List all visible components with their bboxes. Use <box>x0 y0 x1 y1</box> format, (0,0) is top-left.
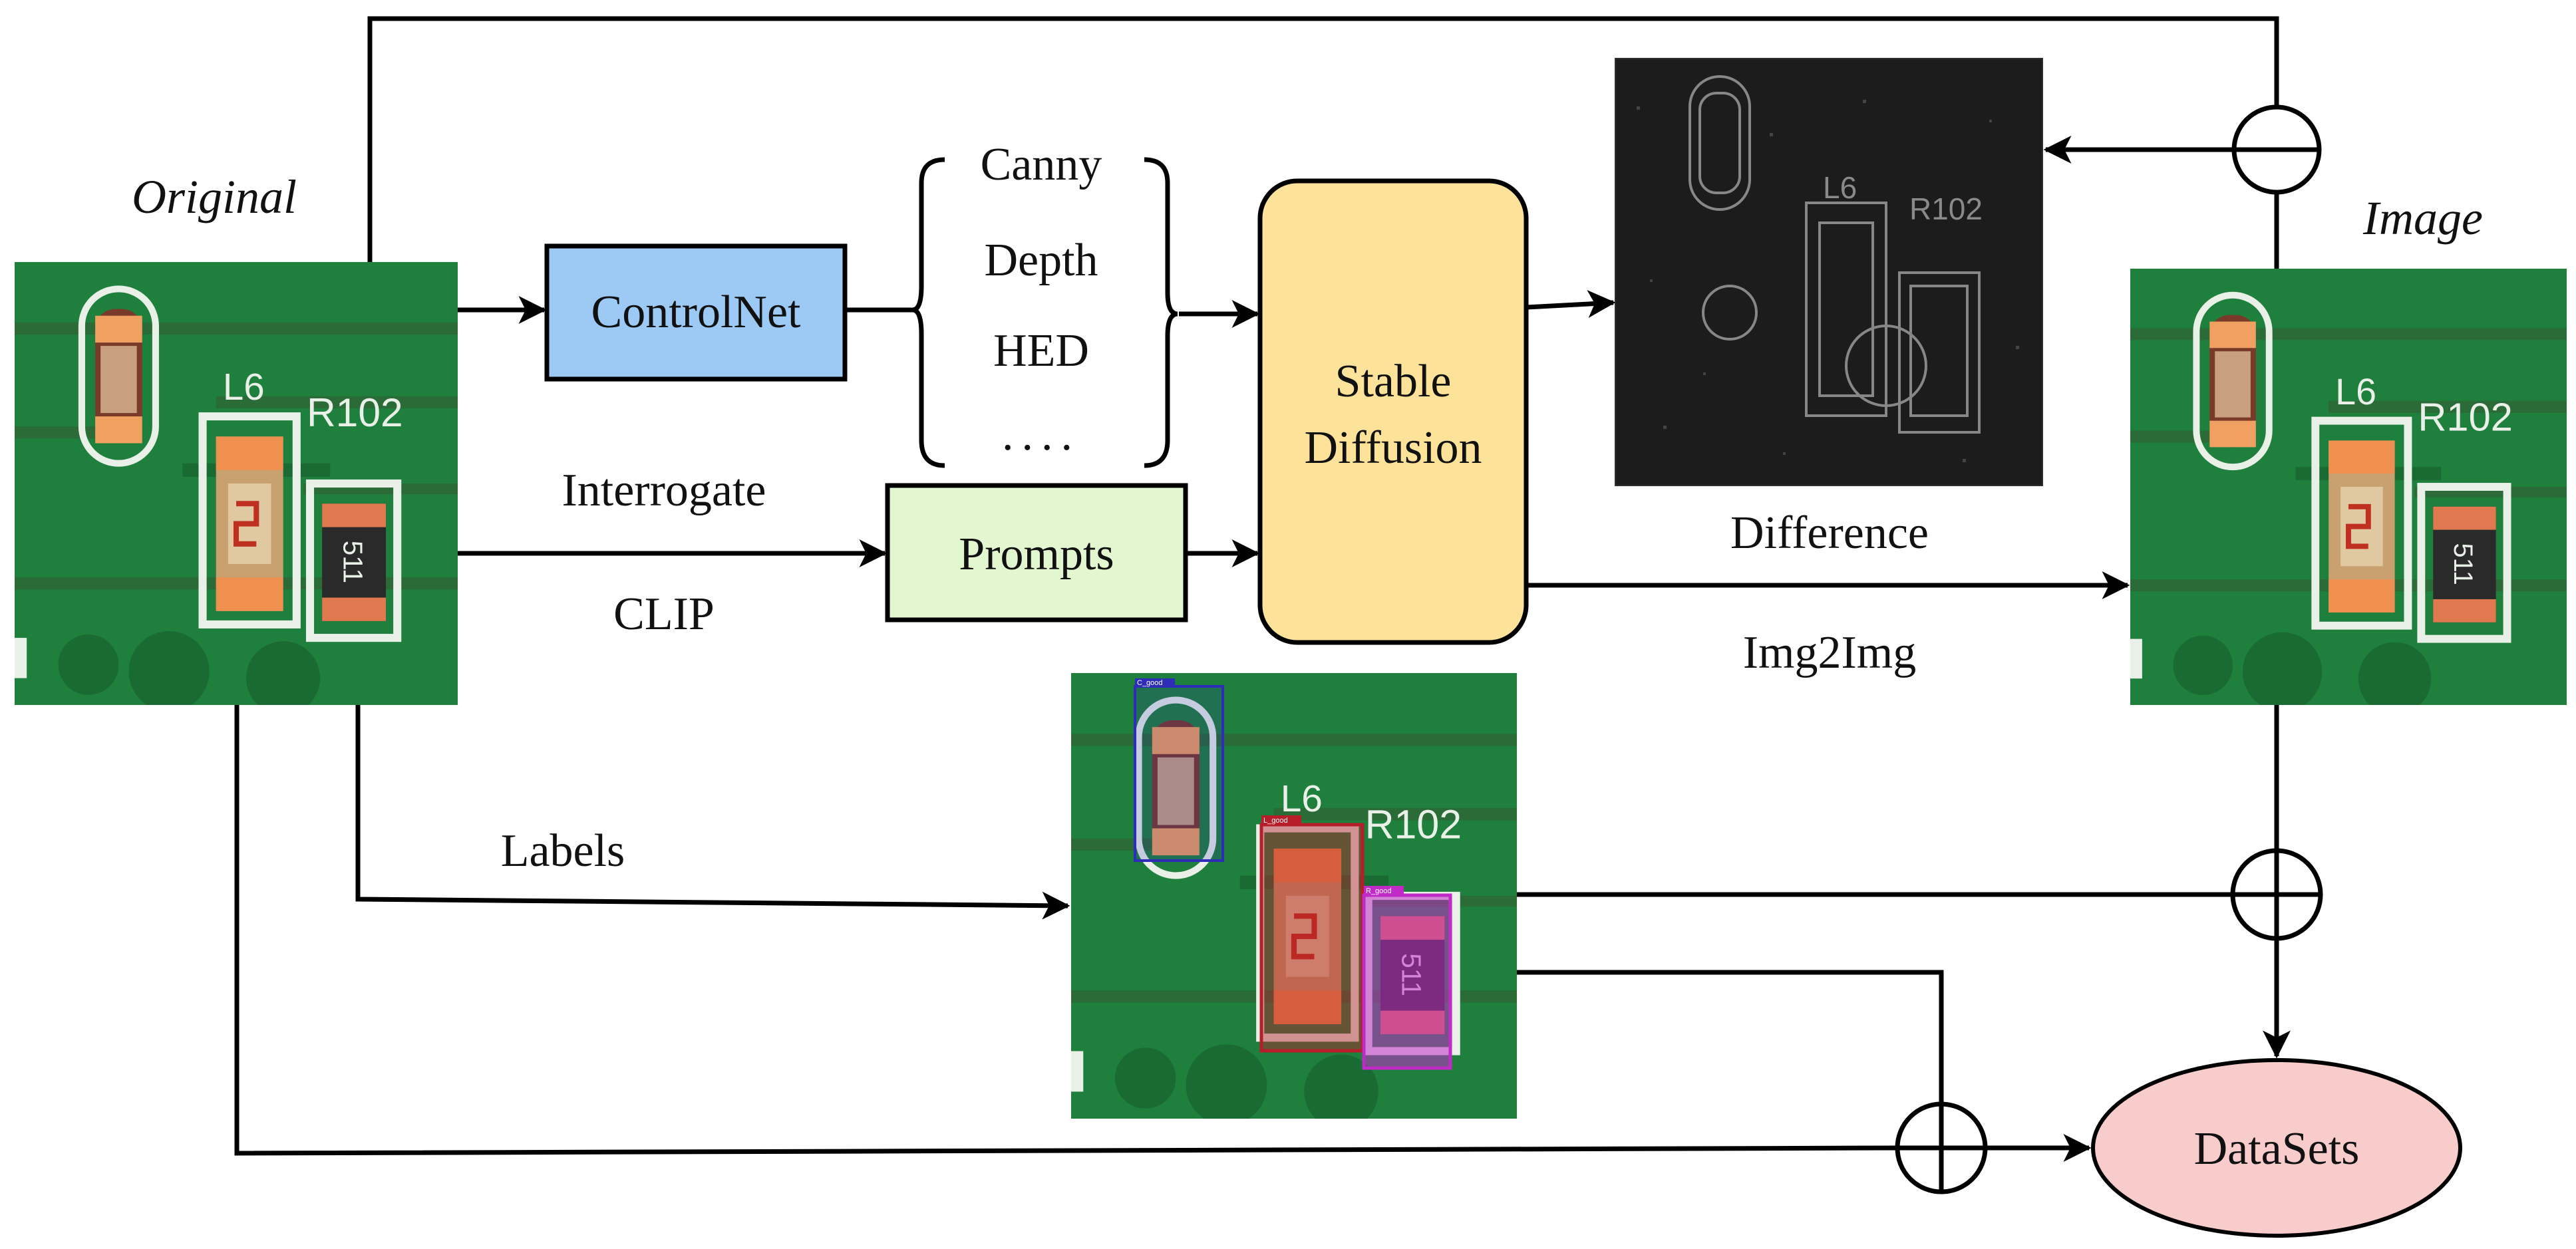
clip-label: CLIP <box>613 589 715 640</box>
labels-label: Labels <box>501 825 625 877</box>
original-image <box>15 262 458 715</box>
original-label: Original <box>132 170 297 223</box>
diff-r102-text: R102 <box>1909 192 1983 226</box>
stable-diffusion-box: Stable Diffusion <box>1257 178 1529 645</box>
original-to-labeled-arrow <box>355 705 1070 920</box>
original-to-bottom-plus-line <box>234 705 1898 1156</box>
image-label: Image <box>2362 192 2483 245</box>
stable-to-difference-arrow <box>1526 290 1616 319</box>
ellipsis-label: .... <box>1002 409 1080 460</box>
diffusion-label: Diffusion <box>1304 422 1482 474</box>
tag-l: L_good <box>1263 817 1288 825</box>
depth-label: Depth <box>984 235 1098 286</box>
prompts-box: Prompts <box>885 483 1188 623</box>
tag-c: C_good <box>1137 679 1163 687</box>
generated-image <box>2130 269 2567 715</box>
stable-label: Stable <box>1335 356 1452 407</box>
datasets-label: DataSets <box>2194 1123 2360 1175</box>
hed-label: HED <box>993 325 1089 376</box>
datasets-node: DataSets <box>2091 1058 2462 1238</box>
labeled-to-bottom-plus-line <box>1517 970 1944 1105</box>
controlnet-label: ControlNet <box>591 287 802 338</box>
plus-operator-right <box>2230 848 2323 941</box>
interrogate-label: Interrogate <box>562 465 766 516</box>
prompts-label: Prompts <box>959 529 1114 580</box>
img2img-label: Img2Img <box>1743 627 1917 678</box>
controlnet-box: ControlNet <box>544 243 848 382</box>
difference-image: L6 R102 <box>1615 58 2043 486</box>
diff-l6-text: L6 <box>1823 170 1857 205</box>
plus-operator-bottom <box>1895 1101 1988 1194</box>
tag-r: R_good <box>1366 887 1392 895</box>
top-loop-line <box>367 16 2279 262</box>
labeled-image: C_good L_good R_good <box>1071 673 1517 1129</box>
minus-operator <box>2231 104 2322 195</box>
condition-brace: Canny Depth HED .... <box>912 139 1178 468</box>
canny-label: Canny <box>981 139 1102 190</box>
difference-label: Difference <box>1730 507 1929 559</box>
